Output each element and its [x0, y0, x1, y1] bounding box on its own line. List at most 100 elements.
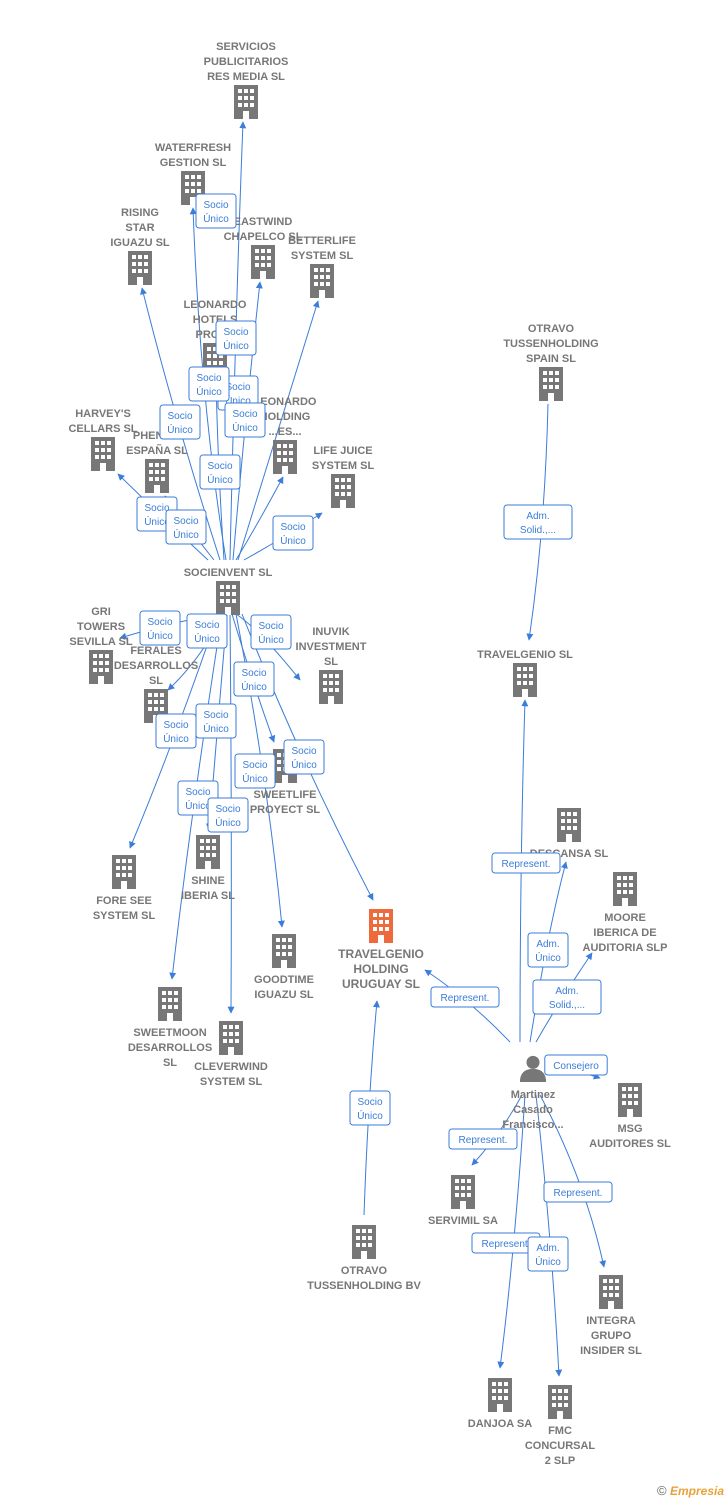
edge-label-adm-nico[interactable]: Adm.Único [527, 1236, 569, 1272]
edge-label-socio-nico-box [283, 739, 325, 775]
footer-brand: © Empresia [657, 1483, 724, 1498]
edge-label-socio-nico-text: Socio [163, 720, 188, 731]
edge-label-represent[interactable]: Represent. [448, 1128, 518, 1150]
node-danjoa[interactable]: DANJOA SA [468, 1378, 532, 1430]
building-icon [219, 1021, 243, 1055]
building-icon [91, 437, 115, 471]
node-label: PUBLICITARIOS [204, 56, 289, 68]
edge-label-socio-nico-text: Socio [203, 200, 228, 211]
edge-label-adm-nico[interactable]: Adm.Único [527, 932, 569, 968]
node-servimil[interactable]: SERVIMIL SA [428, 1175, 498, 1227]
edge-label-socio-nico-text: Único [173, 528, 199, 541]
edge-label-represent-text: Represent. [554, 1188, 603, 1199]
empresia-logo[interactable]: Empresia [669, 1484, 724, 1498]
edge-socienvent-to-leonardo-hold[interactable] [235, 476, 284, 561]
node-label: PROYECT SL [250, 804, 321, 816]
edge-label-socio-nico-text: Único [258, 633, 284, 646]
edge-label-represent-box [448, 1128, 518, 1150]
node-martinez[interactable]: MartinezCasadoFrancisco... [502, 1055, 564, 1131]
node-socienvent[interactable]: SOCIENVENT SL [184, 567, 273, 615]
edge-label-adm-solid-text: Adm. [526, 511, 549, 522]
edge-label-adm-solid[interactable]: Adm.Solid.,... [532, 979, 602, 1015]
edge-label-socio-nico-box [186, 613, 228, 649]
edge-label-socio-nico-box [195, 703, 237, 739]
edge-label-adm-nico-text: Único [535, 1255, 561, 1268]
node-label: MOORE [604, 912, 646, 924]
node-label: CONCURSAL [525, 1440, 596, 1452]
edge-label-adm-solid-text: Adm. [555, 986, 578, 997]
building-icon [128, 251, 152, 285]
node-label: INVESTMENT [296, 641, 367, 653]
edge-martinez-to-integra[interactable] [539, 1094, 607, 1268]
edge-label-socio-nico-box [234, 753, 276, 789]
edge-label-represent-text: Represent. [441, 993, 490, 1004]
edge-label-socio-nico-text: Único [147, 629, 173, 642]
edge-label-socio-nico-text: Socio [280, 522, 305, 533]
edge-label-represent-box [430, 986, 500, 1008]
edge-label-represent[interactable]: Represent. [430, 986, 500, 1008]
node-label: WATERFRESH [155, 142, 231, 154]
node-leonardo-hold[interactable]: LEONARDOHOLDING...ES... [254, 396, 317, 474]
node-label: IBERIA SL [181, 890, 235, 902]
building-icon [618, 1083, 642, 1117]
building-icon [216, 581, 240, 615]
edge-label-represent[interactable]: Represent. [491, 852, 561, 874]
node-label: GRUPO [591, 1330, 632, 1342]
building-icon [272, 934, 296, 968]
edge-socienvent-to-betterlife[interactable] [237, 300, 320, 561]
node-travelgenio-sl[interactable]: TRAVELGENIO SL [477, 649, 573, 697]
edge-label-socio-nico-box [188, 366, 230, 402]
edge-label-adm-solid[interactable]: Adm.Solid.,... [503, 504, 573, 540]
edge-label-socio-nico-text: Único [196, 385, 222, 398]
node-label: Casado [513, 1104, 553, 1116]
edge-label-represent-box [543, 1181, 613, 1203]
node-descansa[interactable]: DESCANSA SL [530, 808, 609, 860]
building-icon [158, 987, 182, 1021]
edge-label-represent-text: Represent. [482, 1239, 531, 1250]
edge-label-consejero[interactable]: Consejero [544, 1054, 608, 1076]
edge-label-represent[interactable]: Represent. [543, 1181, 613, 1203]
